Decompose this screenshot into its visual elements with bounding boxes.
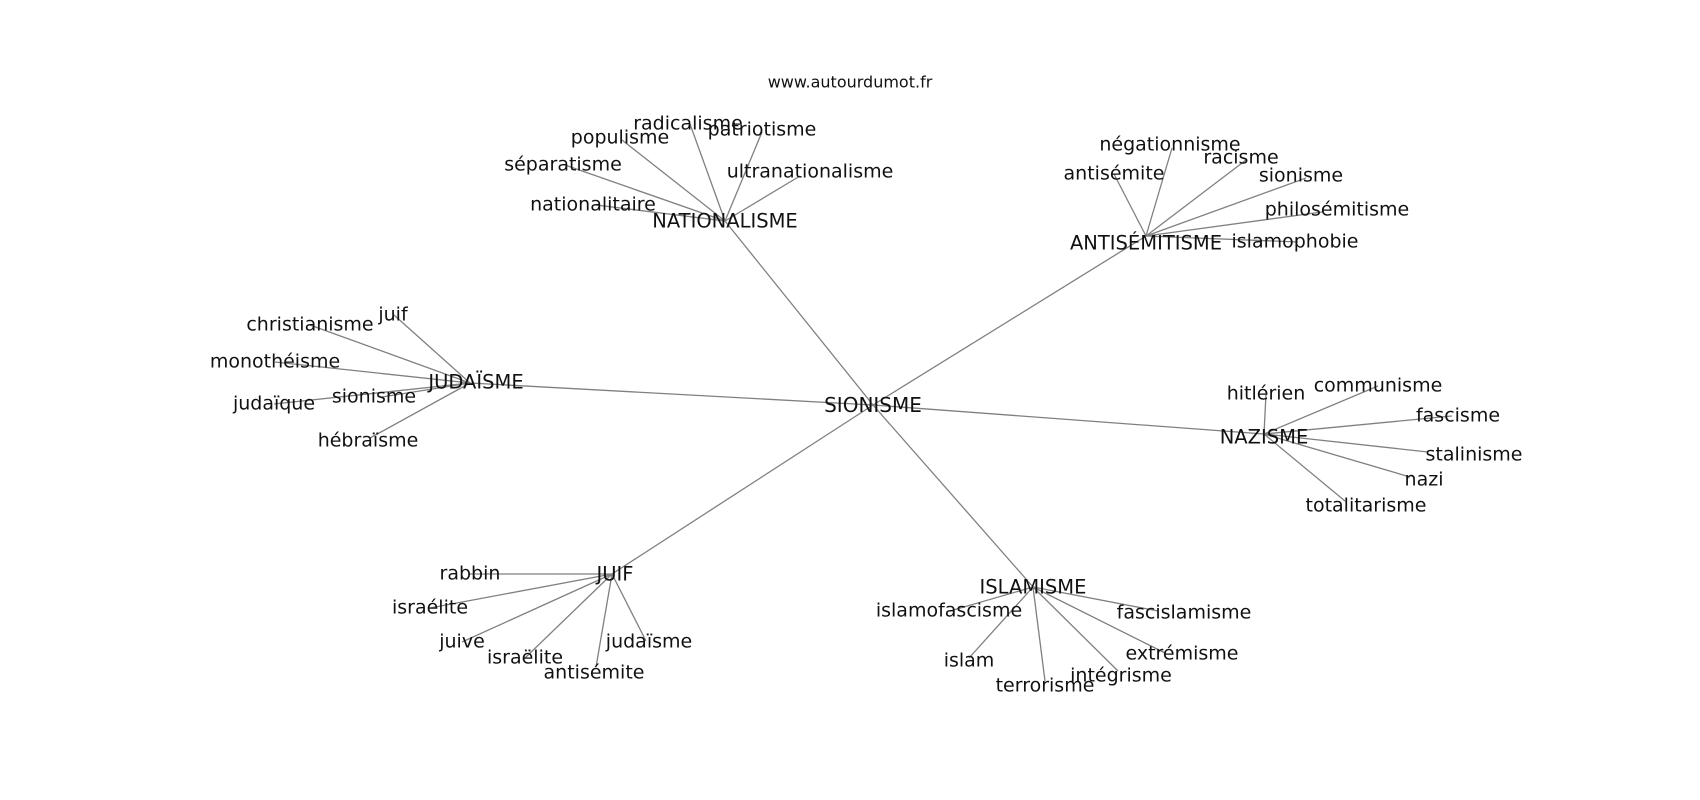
edge-nazisme-to-stalinisme [1263, 433, 1429, 453]
leaf-node-fascisme[interactable]: fascisme [1415, 404, 1501, 427]
leaf-node-nationalitaire[interactable]: nationalitaire [530, 193, 656, 216]
leaf-node-integrisme[interactable]: intégrisme [1070, 664, 1172, 687]
leaf-node-sionisme[interactable]: sionisme [331, 385, 417, 408]
edge-judaisme-to-juif [393, 314, 471, 384]
leaf-node-islamophobie[interactable]: islamophobie [1231, 230, 1359, 253]
edge-judaisme-to-hebraisme [369, 382, 471, 439]
edge-juif-to-juive [461, 573, 613, 643]
edge-juif-to-antisemite [595, 573, 613, 668]
edge-antisemitisme-to-islamophobie [1145, 235, 1299, 243]
edge-antisemitisme-to-negationnisme [1145, 147, 1173, 237]
center-node-label[interactable]: SIONISME [824, 393, 922, 417]
leaf-node-antisemite[interactable]: antisémite [543, 661, 645, 684]
site-url-link[interactable]: www.autourdumot.fr [767, 72, 933, 92]
leaf-node-separatisme[interactable]: séparatisme [504, 153, 622, 176]
edge-juif-to-israelite [524, 573, 613, 659]
edge-judaisme-to-sionisme [381, 382, 471, 398]
leaf-node-totalitarisme[interactable]: totalitarisme [1305, 494, 1427, 517]
leaf-node-negationnisme[interactable]: négationnisme [1099, 133, 1241, 156]
edge-center-to-nazisme [872, 404, 1265, 435]
edge-antisemitisme-to-sionisme [1145, 177, 1307, 237]
edge-judaisme-to-monotheisme [274, 361, 471, 384]
edge-nationalisme-to-populisme [621, 139, 726, 222]
leaf-node-stalinisme[interactable]: stalinisme [1425, 443, 1523, 466]
leaf-node-terrorisme[interactable]: terrorisme [995, 674, 1095, 697]
leaf-node-philosemitisme[interactable]: philosémitisme [1264, 198, 1410, 221]
hub-node-islamisme[interactable]: ISLAMISME [979, 575, 1087, 599]
leaf-node-juif[interactable]: juif [378, 303, 408, 326]
leaf-node-sionisme[interactable]: sionisme [1258, 164, 1344, 187]
hub-node-nazisme[interactable]: NAZISME [1219, 425, 1309, 449]
edge-juif-to-israelite [429, 573, 613, 609]
hub-node-antisemitisme[interactable]: ANTISÉMITISME [1069, 231, 1223, 255]
edge-antisemitisme-to-racisme [1145, 159, 1247, 237]
hub-node-juif[interactable]: JUIF [596, 562, 634, 586]
edge-antisemitisme-to-antisemite [1113, 173, 1147, 237]
leaf-node-monotheisme[interactable]: monothéisme [209, 350, 341, 373]
leaf-node-judaisme[interactable]: judaïsme [605, 630, 693, 653]
edge-nazisme-to-communisme [1263, 385, 1379, 435]
edge-nationalisme-to-patriotisme [724, 131, 763, 222]
edge-center-to-islamisme [872, 404, 1034, 588]
edge-islamisme-to-fascislamisme [1032, 586, 1159, 612]
edge-islamisme-to-islam [968, 586, 1034, 659]
leaf-node-radicalisme[interactable]: radicalisme [633, 112, 743, 135]
edge-antisemitisme-to-philosemitisme [1145, 211, 1323, 237]
leaf-node-populisme[interactable]: populisme [570, 126, 670, 149]
edge-center-to-judaisme [469, 382, 874, 406]
leaf-node-israelite[interactable]: israëlite [486, 646, 564, 669]
leaf-node-rabbin[interactable]: rabbin [439, 562, 501, 585]
leaf-node-antisemite[interactable]: antisémite [1063, 162, 1165, 185]
edge-nationalisme-to-radicalisme [689, 123, 726, 222]
edge-islamisme-to-islamofascisme [949, 586, 1034, 612]
leaf-node-ultranationalisme[interactable]: ultranationalisme [726, 160, 894, 183]
edge-nationalisme-to-nationalitaire [595, 204, 726, 222]
edge-nazisme-to-totalitarisme [1263, 433, 1346, 502]
leaf-node-islam[interactable]: islam [943, 649, 995, 672]
edge-center-to-juif [611, 404, 874, 575]
edge-juif-to-judaisme [611, 573, 647, 642]
leaf-node-nazi[interactable]: nazi [1404, 468, 1444, 491]
leaf-node-hebraisme[interactable]: hébraïsme [317, 429, 419, 452]
edge-judaisme-to-judaique [273, 382, 471, 405]
leaf-node-extremisme[interactable]: extrémisme [1125, 642, 1239, 665]
edge-nazisme-to-hitlerien [1263, 393, 1267, 435]
edge-islamisme-to-integrisme [1032, 586, 1119, 672]
leaf-node-juive[interactable]: juive [439, 630, 485, 653]
edge-center-to-antisemitisme [872, 235, 1147, 406]
edge-islamisme-to-extremisme [1032, 586, 1166, 654]
edge-judaisme-to-christianisme [309, 324, 471, 384]
leaf-node-fascislamisme[interactable]: fascislamisme [1116, 601, 1252, 624]
edge-nationalisme-to-ultranationalisme [724, 175, 801, 222]
leaf-node-racisme[interactable]: racisme [1203, 146, 1279, 169]
leaf-node-islamofascisme[interactable]: islamofascisme [875, 599, 1023, 622]
edge-islamisme-to-terrorisme [1032, 586, 1046, 682]
edge-nazisme-to-nazi [1263, 433, 1411, 478]
leaf-node-communisme[interactable]: communisme [1313, 374, 1443, 397]
edge-nazisme-to-fascisme [1263, 415, 1453, 435]
leaf-node-israelite[interactable]: israélite [391, 596, 469, 619]
edge-nationalisme-to-separatisme [564, 164, 726, 222]
hub-node-nationalisme[interactable]: NATIONALISME [652, 209, 798, 233]
leaf-node-patriotisme[interactable]: patriotisme [707, 118, 817, 141]
leaf-node-judaique[interactable]: judaïque [232, 392, 316, 415]
edge-center-to-nationalisme [724, 220, 874, 406]
leaf-node-christianisme[interactable]: christianisme [246, 313, 374, 336]
leaf-node-hitlerien[interactable]: hitlérien [1226, 382, 1306, 405]
hub-node-judaisme[interactable]: JUDAÏSME [428, 370, 524, 394]
